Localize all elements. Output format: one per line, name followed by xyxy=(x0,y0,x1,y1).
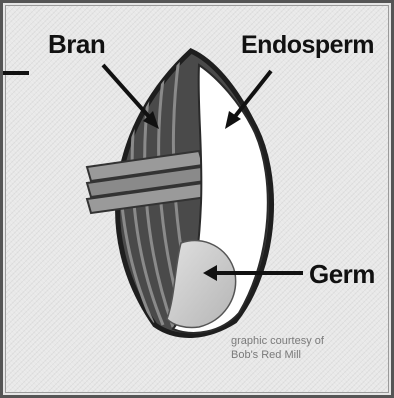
germ-label: Germ xyxy=(309,261,375,287)
image-credit: graphic courtesy of Bob's Red Mill xyxy=(231,334,324,362)
wheat-kernel-diagram xyxy=(3,3,394,398)
bran-label: Bran xyxy=(48,31,105,57)
credit-line-1: graphic courtesy of xyxy=(231,334,324,348)
endosperm-label: Endosperm xyxy=(241,33,374,58)
credit-line-2: Bob's Red Mill xyxy=(231,348,324,362)
